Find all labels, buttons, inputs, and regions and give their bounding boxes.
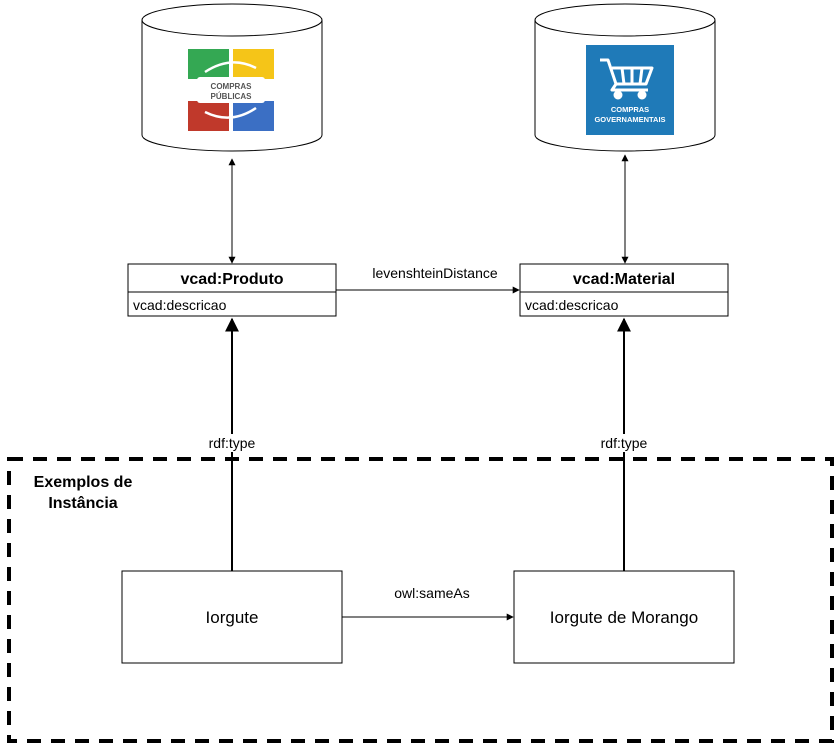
shopping-cart-icon	[600, 58, 654, 100]
logo-text-line1: COMPRAS	[611, 105, 649, 114]
compras-publicas-logo: COMPRAS PÚBLICAS	[188, 49, 274, 131]
class-material-attr: vcad:descricao	[525, 297, 619, 313]
instance-iorgute-label: Iorgute	[206, 608, 259, 627]
database-compras-publicas: COMPRAS PÚBLICAS	[141, 3, 323, 152]
edge-same-as-label: owl:sameAs	[394, 585, 469, 601]
logo-text-line2: GOVERNAMENTAIS	[594, 115, 665, 124]
logo-text-line1: COMPRAS	[211, 82, 253, 91]
instance-iorgute-de-morango-label: Iorgute de Morango	[550, 608, 698, 627]
instance-group-title-line1: Exemplos de	[34, 474, 133, 491]
edge-type-left-label: rdf:type	[209, 435, 256, 451]
instance-iorgute-de-morango[interactable]: Iorgute de Morango	[513, 570, 735, 664]
edge-levenshtein-label: levenshteinDistance	[372, 265, 498, 281]
instance-group-frame	[7, 457, 834, 743]
class-produto[interactable]: vcad:Produto vcad:descricao	[127, 263, 337, 317]
class-material-title: vcad:Material	[573, 271, 675, 288]
instance-group-title-line2: Instância	[48, 495, 117, 512]
logo-text-line2: PÚBLICAS	[211, 92, 253, 101]
class-produto-title: vcad:Produto	[180, 271, 283, 288]
compras-governamentais-logo: COMPRAS GOVERNAMENTAIS	[586, 45, 674, 135]
class-material[interactable]: vcad:Material vcad:descricao	[519, 263, 729, 317]
database-compras-governamentais: COMPRAS GOVERNAMENTAIS	[534, 3, 716, 152]
edge-type-right-label: rdf:type	[601, 435, 648, 451]
class-produto-attr: vcad:descricao	[133, 297, 227, 313]
instance-iorgute[interactable]: Iorgute	[121, 570, 343, 664]
